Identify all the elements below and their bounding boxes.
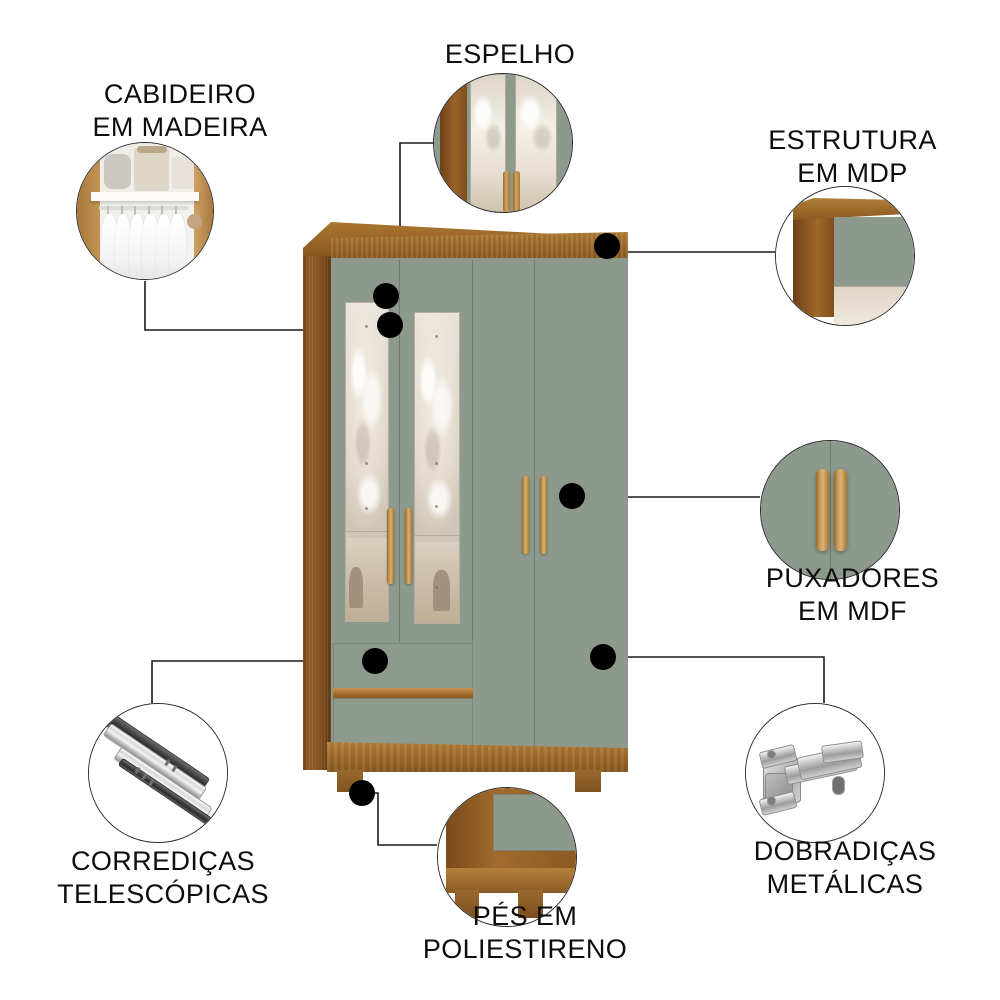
door-handle-3 xyxy=(522,476,529,554)
dot-puxadores xyxy=(559,483,585,509)
wardrobe-top-trim xyxy=(331,232,628,262)
wardrobe-door-2 xyxy=(400,260,473,642)
label-estrutura: ESTRUTURA EM MDP xyxy=(768,125,937,188)
door-handle-2 xyxy=(405,508,412,584)
wardrobe-door-3 xyxy=(473,260,535,746)
callout-circle-estrutura xyxy=(775,186,915,326)
dot-dobradicas xyxy=(590,644,616,670)
wardrobe-base-plinth xyxy=(327,742,628,772)
drawer-rail-trim xyxy=(333,688,473,698)
door-handle-4 xyxy=(540,476,547,554)
connector-dobradicas xyxy=(603,656,825,703)
cabinet-hinge-icon xyxy=(746,704,884,842)
mirror-panel-1 xyxy=(345,302,389,622)
drawer-slide-icon xyxy=(89,704,227,842)
mirror-door-icon xyxy=(434,74,572,212)
callout-circle-pes xyxy=(437,787,577,927)
closet-rail-icon xyxy=(77,143,213,279)
label-corredicas: CORREDIÇAS TELESCÓPICAS xyxy=(57,846,269,909)
wardrobe-drawer-top xyxy=(333,643,473,689)
label-pes: PÉS EM POLIESTIRENO xyxy=(422,901,628,964)
wardrobe-drawer-bottom xyxy=(333,698,473,746)
mirror-panel-2 xyxy=(414,312,460,624)
dot-estrutura xyxy=(594,233,620,259)
connector-pes xyxy=(362,792,437,846)
callout-circle-puxadores xyxy=(760,440,900,580)
furniture-foot-icon xyxy=(438,788,576,926)
connector-estrutura xyxy=(606,246,775,253)
dot-espelho xyxy=(373,283,399,309)
dot-pes xyxy=(349,780,375,806)
label-dobradicas: DOBRADIÇAS METÁLICAS xyxy=(753,836,937,899)
label-cabideiro: CABIDEIRO EM MADEIRA xyxy=(92,79,268,142)
cabinet-corner-icon xyxy=(776,187,914,325)
door-handle-1 xyxy=(387,508,394,584)
callout-circle-cabideiro xyxy=(76,142,214,280)
dot-corredicas xyxy=(362,648,388,674)
callout-circle-corredicas xyxy=(88,703,228,843)
wardrobe-foot-right xyxy=(575,770,601,792)
callout-circle-dobradicas xyxy=(745,703,885,843)
wardrobe-door-1 xyxy=(333,260,400,642)
door-handles-icon xyxy=(761,441,899,579)
wardrobe-side-panel xyxy=(303,248,331,770)
callout-circle-espelho xyxy=(433,73,573,213)
dot-cabideiro xyxy=(377,312,403,338)
label-espelho: ESPELHO xyxy=(444,39,576,69)
connector-corredicas xyxy=(151,660,375,703)
label-puxadores: PUXADORES EM MDF xyxy=(765,563,940,626)
